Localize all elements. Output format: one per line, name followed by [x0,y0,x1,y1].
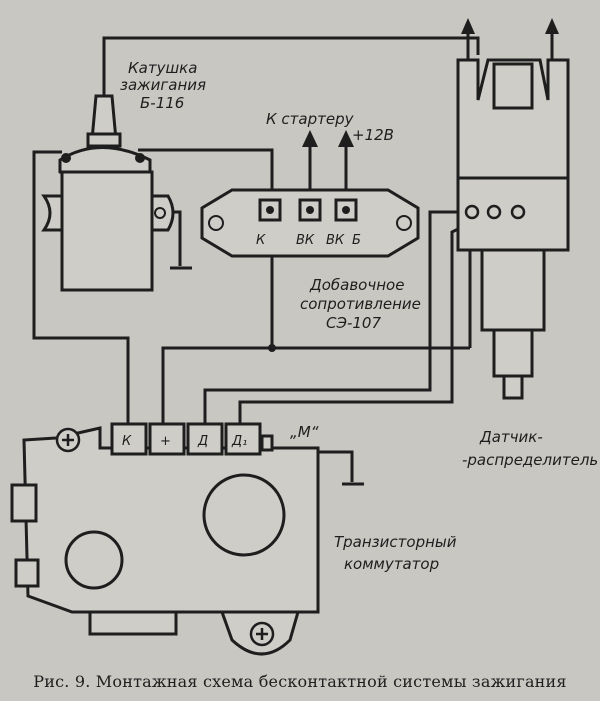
commutator-terminal-plus [148,422,186,456]
ground-m-label: „М“ [290,423,319,441]
resistor-model-label: СЭ-107 [326,314,381,332]
distributor-shaft-housing [492,328,534,378]
distributor-label-line1: Датчик- [479,428,543,446]
coil-mount-hole [154,207,166,219]
commutator-connector [10,483,38,523]
coil-terminal-right [135,153,145,163]
commutator-tab [14,558,40,588]
resistor-body [200,188,420,258]
resistor-label-line2: сопротивление [300,295,421,313]
commutator-label-line2: коммутатор [344,555,439,573]
sensor-terminal-1 [464,204,480,220]
commutator-transistor-small [64,530,124,590]
ignition-coil [41,94,175,292]
distributor-center-tower [492,62,534,110]
sensor-terminal-3 [510,204,526,220]
commutator-terminal-k [110,422,148,456]
wire-coil-to-junction [138,148,274,348]
coil-model-label: Б-116 [140,94,184,112]
resistor-mount-hole-right [396,215,412,231]
arrow-plus12-icon [338,130,354,147]
sensor-terminal-2 [486,204,502,220]
resistor-term-label-b: Б [352,233,361,248]
arrow-hv-2-icon [545,18,559,34]
commutator-terminal-d1 [224,422,262,456]
resistor-terminal-vk2-screw [342,206,350,214]
commutator-term-label-d: Д [197,434,208,449]
distributor [456,58,570,400]
hv-wire-coil-to-distributor [102,36,480,98]
commutator-base-plate [88,610,178,636]
commutator-transistor-large [202,473,286,557]
coil-terminal-left [61,153,71,163]
additional-resistor [200,188,420,258]
resistor-label-line1: Добавочное [309,276,404,294]
coil-body [60,170,154,292]
resistor-mount-hole-left [208,215,224,231]
distributor-shank [480,248,546,332]
wire-coil-to-commutator-k [32,150,130,428]
commutator-terminal-d [186,422,224,456]
arrow-starter-icon [302,130,318,147]
commutator-ground-terminal [260,434,274,452]
resistor-term-label-vk2: ВК [326,233,345,248]
transistor-commutator [10,422,320,656]
coil-label-line1: Катушка [128,59,197,77]
wire-sensor-d [203,210,472,428]
plus12-label: +12В [352,126,394,144]
coil-label-line2: зажигания [120,76,206,94]
starter-label: К стартеру [266,110,355,128]
distributor-label-line2: -распределитель [462,451,598,469]
resistor-terminal-k-screw [266,206,274,214]
top-screw-cross [62,434,74,446]
commutator-label-line1: Транзисторный [334,533,457,551]
mount-screw-cross [256,628,268,640]
junction-dot [268,344,276,352]
commutator-term-label-plus: + [160,434,171,449]
coil-bracket-left [41,194,64,232]
resistor-terminal-vk1-screw [306,206,314,214]
figure-caption: Рис. 9. Монтажная схема бесконтактной си… [33,672,567,691]
commutator-term-label-d1: Д₁ [231,434,247,449]
wire-plus-bus [161,346,470,428]
commutator-term-label-k: К [122,434,132,449]
resistor-term-label-k: К [256,233,266,248]
arrow-hv-1-icon [461,18,475,34]
distributor-shaft [502,374,524,400]
coil-tower-base [86,132,122,148]
resistor-term-label-vk1: ВК [296,233,315,248]
